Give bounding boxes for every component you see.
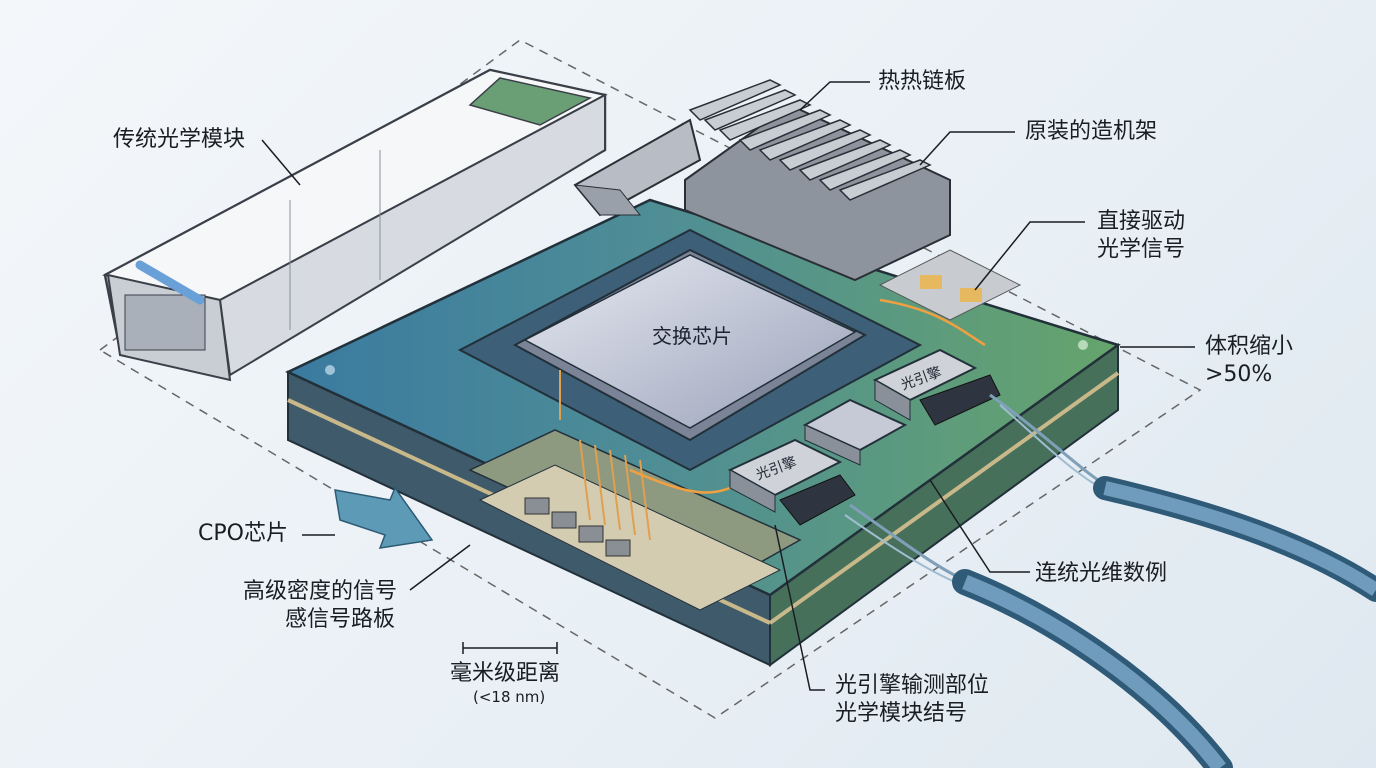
dashed-footprint	[98, 39, 1202, 719]
heatsink	[573, 79, 951, 282]
label-volume-2: >50%	[1205, 362, 1273, 387]
label-engine-position-1: 光引擎输测部位	[835, 673, 990, 698]
label-heat-plate: 热热链板	[878, 69, 967, 94]
optical-engine-right	[872, 348, 1001, 426]
label-frame: 原装的造机架	[1025, 119, 1158, 144]
label-volume-1: 体积缩小	[1205, 334, 1294, 359]
driver-circuit	[878, 249, 1022, 321]
label-cpo-chip: CPO芯片	[198, 521, 288, 546]
switch-chip	[457, 228, 986, 541]
traditional-optical-module	[102, 68, 608, 382]
label-mm-distance-sub: (<18 nm)	[473, 688, 546, 706]
optical-engine-small	[802, 398, 908, 466]
label-fiber: 连统光维数例	[1035, 561, 1168, 586]
label-direct-drive-2: 光学信号	[1097, 237, 1186, 262]
optical-engine-left	[727, 438, 856, 526]
label-direct-drive-1: 直接驱动	[1097, 209, 1186, 234]
label-mm-distance: 毫米级距离	[450, 661, 561, 686]
label-engine-position-2: 光学模块结号	[835, 701, 968, 726]
label-high-density-2: 感信号路板	[285, 607, 396, 632]
label-traditional-module: 传统光学模块	[113, 127, 246, 152]
cpo-arrow	[334, 486, 434, 549]
optical-fibers	[844, 393, 1376, 768]
label-high-density-1: 高级密度的信号	[243, 579, 398, 604]
leader-lines	[261, 81, 1195, 691]
label-switch-chip: 交换芯片	[652, 324, 732, 348]
